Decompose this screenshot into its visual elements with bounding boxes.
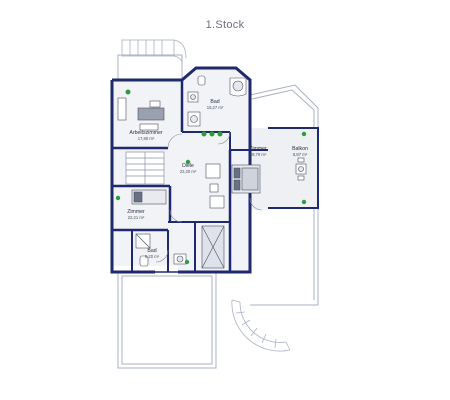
room-area-arbeitszimmer: 17,80 m² (138, 136, 155, 141)
room-name-diele: Diele (182, 163, 194, 169)
diele-table (205, 163, 221, 179)
furniture (117, 75, 307, 269)
room-name-zimmer-left: Zimmer (127, 209, 145, 215)
room-area-bad-top: 15,27 m² (207, 105, 224, 110)
room-area-diele: 22,20 m² (180, 169, 197, 174)
room-name-arbeitszimmer: Arbeitszimmer (129, 130, 162, 136)
room-area-bad-bottom: 6,20 m² (145, 254, 160, 259)
toilet-top (197, 75, 206, 86)
room-area-balkon: 8,87 m² (293, 152, 308, 157)
spiral-stair-bottom (231, 299, 291, 352)
room-labels: Bad 15,27 m² Arbeitszimmer 17,80 m² Diel… (127, 99, 308, 259)
room-area-zimmer-right: 38,79 m² (250, 152, 267, 157)
floor-title: 1.Stock (205, 19, 245, 31)
plants (115, 89, 307, 265)
room-name-balkon: Balkon (292, 146, 308, 152)
room-area-zimmer-left: 22,21 m² (128, 215, 145, 220)
room-name-bad-top: Bad (210, 99, 219, 105)
room-name-bad-bottom: Bad (147, 248, 156, 254)
room-name-zimmer-right: Zimmer (249, 146, 267, 152)
desk (137, 107, 165, 121)
stair-top (121, 39, 187, 63)
interior-stair (125, 151, 165, 185)
